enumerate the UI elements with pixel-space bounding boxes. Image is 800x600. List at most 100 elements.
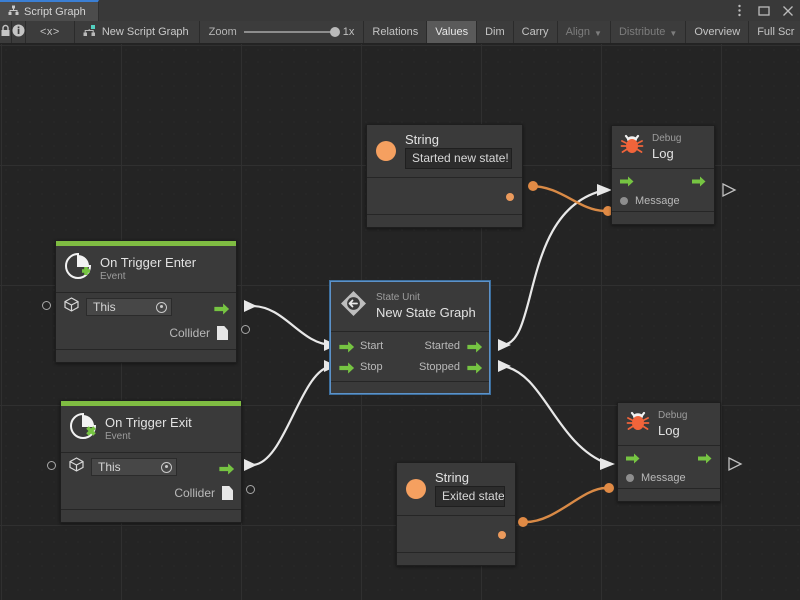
lock-button[interactable] (0, 21, 12, 43)
node-header: Debug Log (612, 126, 714, 169)
node-on-trigger-exit[interactable]: On Trigger Exit Event This (60, 400, 242, 523)
event-accent-bar (56, 241, 236, 246)
node-ports: Start Started Stop (331, 332, 489, 382)
target-input-port-enter[interactable] (42, 301, 51, 310)
maximize-icon[interactable] (757, 4, 770, 17)
stopped-output-arrow-icon[interactable] (467, 361, 483, 374)
game-object-icon (64, 297, 79, 317)
node-title: On Trigger Exit (105, 414, 192, 430)
target-input-port-exit[interactable] (47, 461, 56, 470)
tab-label: Script Graph (24, 5, 86, 18)
toolbar-button-overview[interactable]: Overview (686, 21, 750, 43)
node-ports (397, 516, 515, 553)
toolbar-label-distribute: Distribute (618, 26, 666, 38)
game-object-icon (69, 457, 84, 477)
zoom-label: Zoom (208, 26, 237, 38)
string-output-port[interactable] (498, 531, 506, 539)
node-footer (367, 215, 522, 227)
graph-canvas[interactable]: String Started new state! (0, 44, 800, 600)
string-output-port[interactable] (506, 193, 514, 201)
collider-output-port-exit[interactable] (246, 485, 255, 494)
string-value-input[interactable]: Started new state! (405, 148, 512, 169)
toolbar-button-align[interactable]: Align ▼ (557, 21, 611, 43)
info-icon (12, 24, 25, 40)
collider-port-row: Collider (56, 321, 236, 345)
flow-output-arrow-icon[interactable] (219, 462, 235, 474)
message-input-port[interactable] (620, 196, 628, 205)
stop-label: Stop (360, 360, 383, 373)
node-subtitle: Event (105, 430, 131, 442)
stop-port-row: Stop Stopped (331, 356, 489, 377)
target-port-row: This (56, 293, 236, 321)
message-label: Message (641, 471, 686, 484)
stop-input-arrow-icon[interactable] (339, 361, 355, 374)
node-header: String Exited state (397, 463, 515, 516)
toolbar-label-align: Align (565, 26, 591, 38)
started-output-arrow-icon[interactable] (467, 340, 483, 353)
toolbar-button-fullscreen[interactable]: Full Scr (749, 21, 800, 43)
script-graph-icon (83, 24, 96, 40)
flow-output-arrow-icon[interactable] (214, 302, 230, 314)
string-value-input[interactable]: Exited state (435, 486, 505, 507)
tab-script-graph[interactable]: Script Graph (0, 0, 99, 21)
node-footer (61, 510, 241, 522)
node-state-unit[interactable]: State Unit New State Graph Start Started (330, 281, 490, 394)
start-input-arrow-icon[interactable] (339, 340, 355, 353)
start-label: Start (360, 339, 384, 352)
node-subtitle: State Unit (376, 292, 420, 303)
graph-toolbar: <x> New Script Graph Zoom 1x Relations (0, 21, 800, 44)
node-title: String (435, 470, 469, 485)
chevron-down-icon: ▼ (669, 28, 678, 38)
string-value-icon (406, 478, 426, 499)
lock-icon (0, 24, 11, 40)
flow-output-arrow-icon[interactable] (698, 451, 712, 464)
node-header: State Unit New State Graph (331, 282, 489, 332)
event-accent-bar (61, 401, 241, 406)
node-header: On Trigger Enter Event (56, 246, 236, 293)
node-header: On Trigger Exit Event (61, 406, 241, 453)
target-object-field[interactable]: This (86, 298, 172, 316)
node-subtitle: Debug (658, 409, 688, 421)
collider-output-icon[interactable] (222, 486, 233, 500)
flow-output-arrow-icon[interactable] (692, 174, 706, 187)
code-view-button[interactable]: <x> (26, 21, 75, 43)
graph-name-field[interactable]: New Script Graph (75, 21, 200, 43)
flow-input-arrow-icon[interactable] (626, 451, 640, 464)
string-value-icon (376, 140, 396, 161)
node-debug-log-bottom[interactable]: Debug Log (617, 402, 721, 502)
node-ports: This Collider (56, 293, 236, 350)
toolbar-button-distribute[interactable]: Distribute ▼ (610, 21, 687, 43)
node-title: Log (658, 422, 680, 438)
node-string-top[interactable]: String Started new state! (366, 124, 523, 228)
toolbar-button-dim[interactable]: Dim (477, 21, 514, 43)
node-header: Debug Log (618, 403, 720, 446)
toolbar-label-dim: Dim (485, 26, 505, 38)
node-on-trigger-enter[interactable]: On Trigger Enter Event This (55, 240, 237, 363)
node-footer (618, 489, 720, 501)
object-picker-icon[interactable] (156, 301, 167, 313)
message-input-port[interactable] (626, 473, 634, 482)
toolbar-button-relations[interactable]: Relations (364, 21, 428, 43)
node-debug-log-top[interactable]: Debug Log (611, 125, 715, 225)
toolbar-button-values[interactable]: Values (427, 21, 478, 43)
toolbar-button-carry[interactable]: Carry (513, 21, 558, 43)
start-port-row: Start Started (331, 335, 489, 356)
close-icon[interactable] (781, 4, 794, 17)
object-picker-icon[interactable] (161, 461, 172, 473)
zoom-slider-handle[interactable] (329, 27, 340, 37)
collider-output-icon[interactable] (217, 326, 228, 340)
target-object-field[interactable]: This (91, 458, 177, 476)
bug-icon (620, 132, 644, 161)
flow-input-arrow-icon[interactable] (620, 174, 634, 187)
zoom-slider[interactable] (243, 27, 340, 37)
node-subtitle: Event (100, 270, 126, 282)
node-string-bottom[interactable]: String Exited state (396, 462, 516, 566)
zoom-control[interactable]: Zoom 1x (200, 21, 365, 43)
node-ports (367, 178, 522, 215)
message-port-row: Message (612, 190, 714, 211)
more-options-icon[interactable] (733, 4, 746, 17)
info-button[interactable] (12, 21, 26, 43)
collider-output-port-enter[interactable] (241, 325, 250, 334)
collider-label: Collider (169, 326, 210, 340)
collider-port-row: Collider (61, 481, 241, 505)
